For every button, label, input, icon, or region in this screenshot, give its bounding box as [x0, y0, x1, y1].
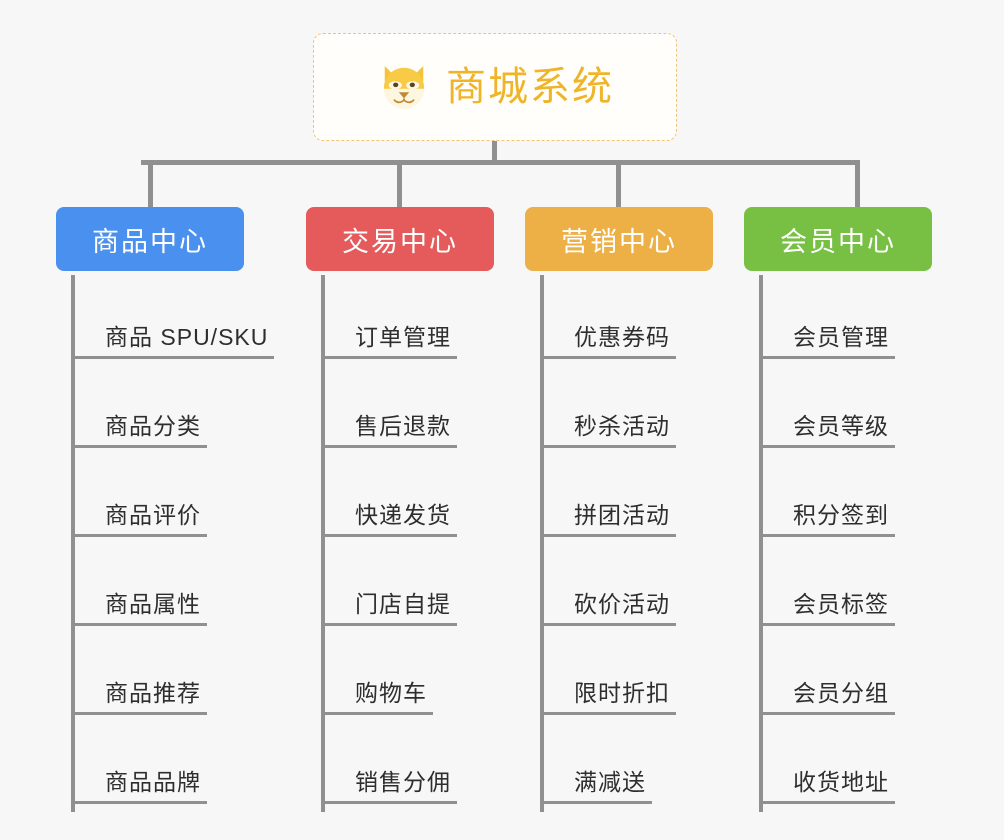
leaf-label: 快递发货	[325, 502, 457, 537]
leaf-item[interactable]: 砍价活动	[544, 542, 676, 630]
leaf-item[interactable]: 门店自提	[325, 542, 457, 630]
leaf-label: 砍价活动	[544, 591, 676, 626]
leaf-item[interactable]: 商品品牌	[75, 720, 207, 808]
leaf-label: 会员等级	[763, 413, 895, 448]
leaf-item[interactable]: 秒杀活动	[544, 364, 676, 452]
category-label-marketing-center: 营销中心	[561, 226, 677, 257]
leaf-item[interactable]: 会员管理	[763, 275, 895, 363]
leaf-label: 商品属性	[75, 591, 207, 626]
leaf-spine-product-center	[71, 275, 75, 812]
root-node[interactable]: 商城系统	[313, 33, 677, 141]
leaf-item[interactable]: 商品 SPU/SKU	[75, 275, 275, 363]
connector-drop-marketing-center	[616, 160, 621, 207]
leaf-spine-marketing-center	[540, 275, 544, 812]
leaf-label: 积分签到	[763, 502, 895, 537]
connector-drop-trade-center	[397, 160, 402, 207]
category-label-product-center: 商品中心	[92, 226, 208, 257]
leaf-label: 门店自提	[325, 591, 457, 626]
leaf-item[interactable]: 满减送	[544, 720, 652, 808]
leaf-label: 商品评价	[75, 502, 207, 537]
leaf-label: 拼团活动	[544, 502, 676, 537]
leaf-label: 优惠券码	[544, 324, 676, 359]
dog-face-icon	[376, 59, 432, 115]
connector-drop-product-center	[148, 160, 153, 207]
leaf-item[interactable]: 快递发货	[325, 453, 457, 541]
leaf-label: 商品分类	[75, 413, 207, 448]
leaf-spine-trade-center	[321, 275, 325, 812]
leaf-label: 购物车	[325, 680, 433, 715]
leaf-label: 会员管理	[763, 324, 895, 359]
leaf-item[interactable]: 优惠券码	[544, 275, 676, 363]
leaf-label: 收货地址	[763, 769, 895, 804]
leaf-item[interactable]: 会员分组	[763, 631, 895, 719]
leaf-label: 商品推荐	[75, 680, 207, 715]
leaf-label: 秒杀活动	[544, 413, 676, 448]
leaf-item[interactable]: 商品分类	[75, 364, 207, 452]
category-box-member-center[interactable]: 会员中心	[744, 207, 932, 271]
leaf-item[interactable]: 商品评价	[75, 453, 207, 541]
leaf-label: 会员标签	[763, 591, 895, 626]
leaf-item[interactable]: 收货地址	[763, 720, 895, 808]
leaf-item[interactable]: 会员等级	[763, 364, 895, 452]
leaf-label: 售后退款	[325, 413, 457, 448]
leaf-item[interactable]: 会员标签	[763, 542, 895, 630]
leaf-label: 订单管理	[325, 324, 457, 359]
root-title: 商城系统	[446, 65, 614, 109]
leaf-label: 限时折扣	[544, 680, 676, 715]
leaf-label: 会员分组	[763, 680, 895, 715]
leaf-item[interactable]: 购物车	[325, 631, 433, 719]
category-label-trade-center: 交易中心	[342, 226, 458, 257]
leaf-label: 满减送	[544, 769, 652, 804]
leaf-item[interactable]: 商品属性	[75, 542, 207, 630]
leaf-item[interactable]: 售后退款	[325, 364, 457, 452]
leaf-label: 商品品牌	[75, 769, 207, 804]
leaf-label: 商品 SPU/SKU	[75, 324, 275, 359]
leaf-item[interactable]: 拼团活动	[544, 453, 676, 541]
category-box-trade-center[interactable]: 交易中心	[306, 207, 494, 271]
category-box-marketing-center[interactable]: 营销中心	[525, 207, 713, 271]
leaf-item[interactable]: 商品推荐	[75, 631, 207, 719]
leaf-item[interactable]: 销售分佣	[325, 720, 457, 808]
connector-drop-member-center	[855, 160, 860, 207]
leaf-item[interactable]: 订单管理	[325, 275, 457, 363]
leaf-item[interactable]: 限时折扣	[544, 631, 676, 719]
category-label-member-center: 会员中心	[780, 226, 896, 257]
leaf-spine-member-center	[759, 275, 763, 812]
leaf-item[interactable]: 积分签到	[763, 453, 895, 541]
leaf-label: 销售分佣	[325, 769, 457, 804]
connector-root-trunk	[492, 141, 497, 162]
category-box-product-center[interactable]: 商品中心	[56, 207, 244, 271]
connector-horizontal-bus	[141, 160, 860, 165]
